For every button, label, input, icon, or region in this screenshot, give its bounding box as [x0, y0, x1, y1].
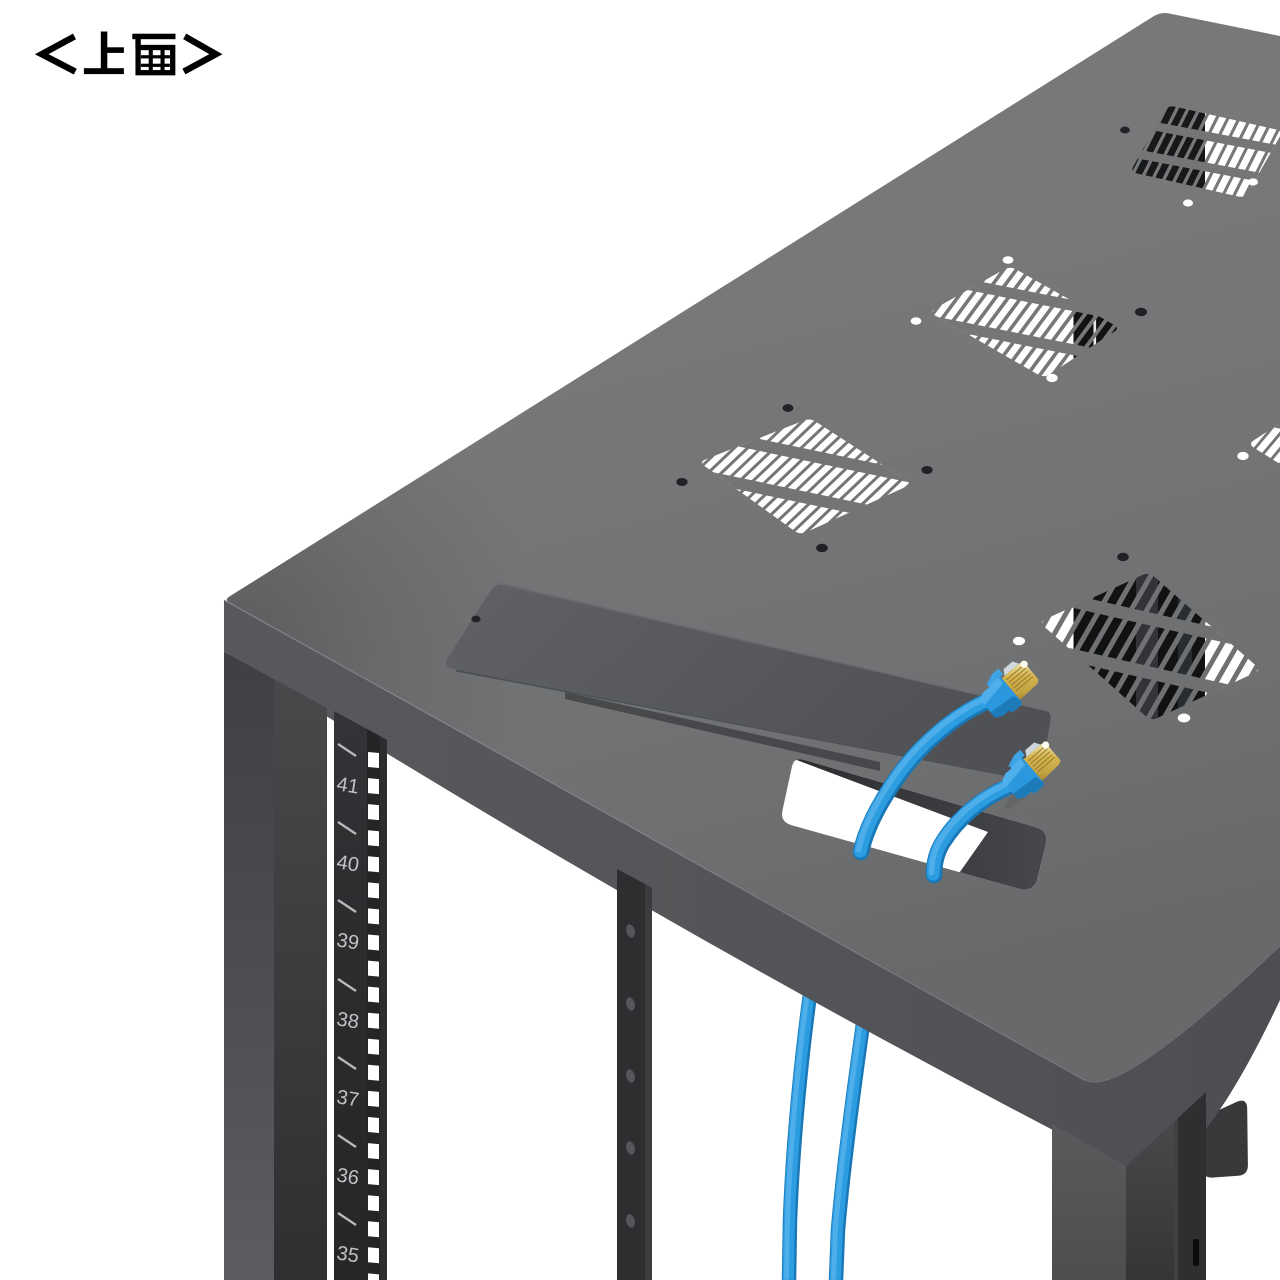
- svg-text:38: 38: [335, 1008, 360, 1033]
- svg-text:41: 41: [335, 773, 360, 798]
- svg-text:40: 40: [335, 851, 360, 876]
- svg-text:35: 35: [335, 1242, 360, 1267]
- svg-text:36: 36: [335, 1164, 360, 1189]
- svg-text:37: 37: [335, 1086, 360, 1111]
- svg-text:39: 39: [335, 929, 360, 954]
